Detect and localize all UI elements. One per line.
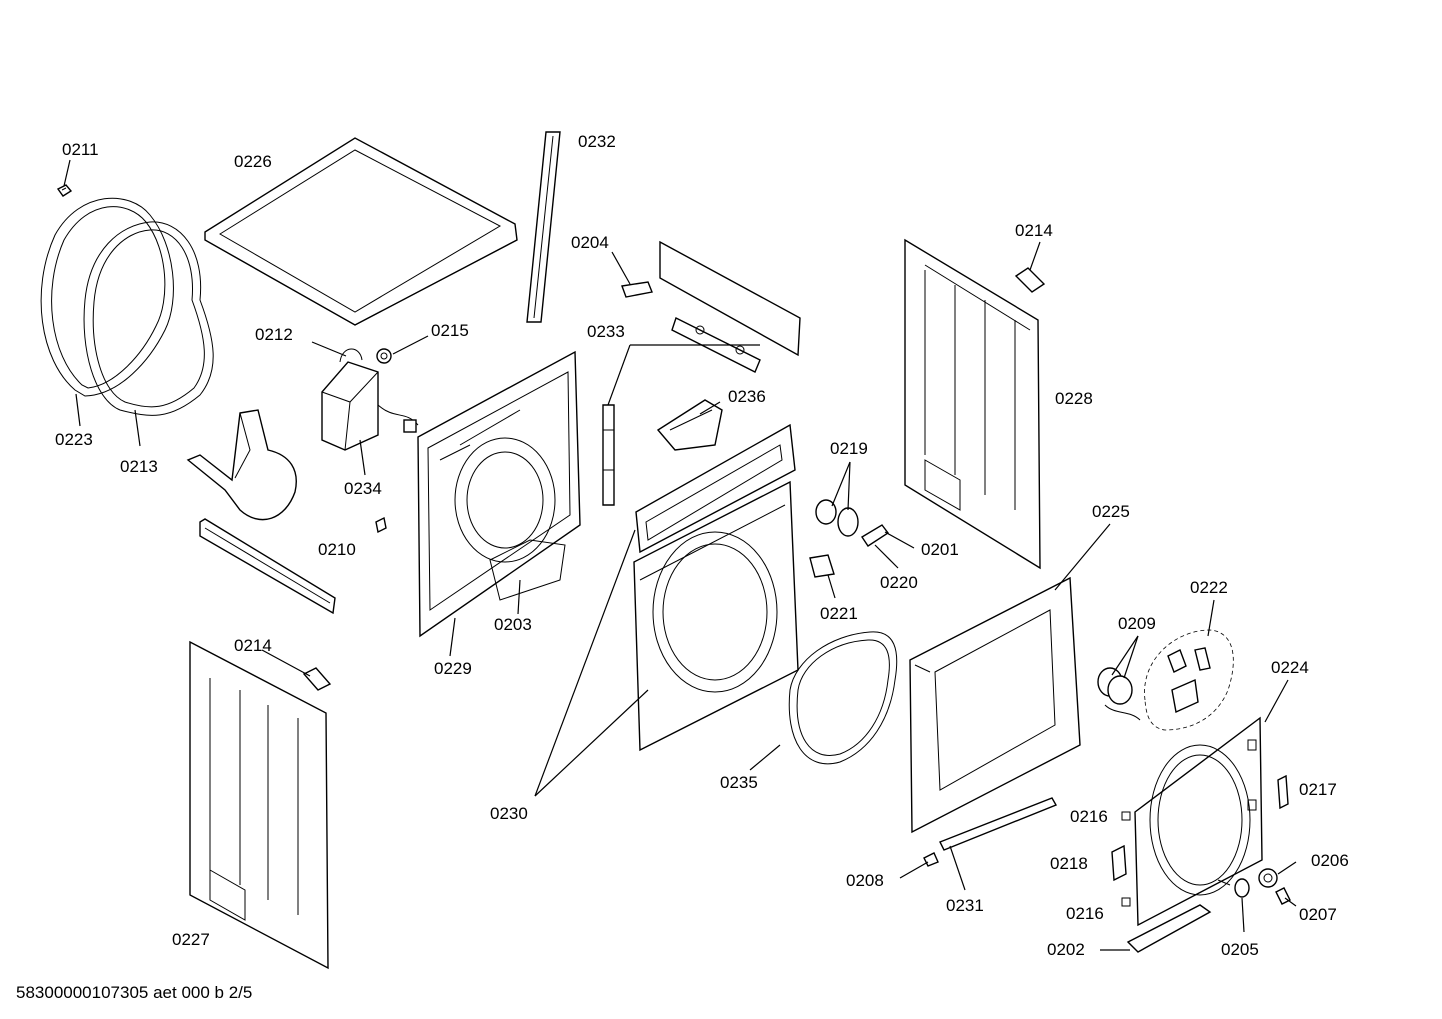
- part-0209-motor: [1097, 667, 1141, 721]
- label-0231: 0231: [946, 896, 984, 915]
- label-0216-bottom: 0216: [1066, 904, 1104, 923]
- label-0209: 0209: [1118, 614, 1156, 633]
- part-0204-clip: [621, 281, 653, 298]
- part-0218-hinge: [1111, 844, 1127, 882]
- part-0231-strip: [939, 797, 1058, 851]
- part-0234-module: [321, 348, 419, 451]
- label-0225: 0225: [1092, 502, 1130, 521]
- part-0202-handle: [1126, 904, 1212, 953]
- label-0221: 0221: [820, 604, 858, 623]
- label-0223: 0223: [55, 430, 93, 449]
- label-0208: 0208: [846, 871, 884, 890]
- label-0213: 0213: [120, 457, 158, 476]
- part-0219-cover: [815, 499, 859, 537]
- part-0222-latch-group: [1144, 629, 1234, 731]
- part-0217-latch: [1277, 774, 1289, 810]
- label-0204: 0204: [571, 233, 609, 252]
- label-0226: 0226: [234, 152, 272, 171]
- part-0207-screw: [1275, 887, 1291, 905]
- part-0229-rear-panel: [417, 350, 581, 638]
- part-0227-side-panel: [189, 640, 329, 970]
- part-0215-bushing: [376, 348, 392, 364]
- label-0201: 0201: [921, 540, 959, 559]
- label-0229: 0229: [434, 659, 472, 678]
- part-0232-strip: [526, 131, 561, 323]
- label-0233: 0233: [587, 322, 625, 341]
- label-0224: 0224: [1271, 658, 1309, 677]
- label-0218: 0218: [1050, 854, 1088, 873]
- part-0230-front-frame: [633, 423, 799, 752]
- label-0205: 0205: [1221, 940, 1259, 959]
- label-0217: 0217: [1299, 780, 1337, 799]
- label-0222: 0222: [1190, 578, 1228, 597]
- label-0227: 0227: [172, 930, 210, 949]
- part-labels: 0211 0226 0232 0204 0214 0212 0215 0233 …: [55, 132, 1349, 959]
- part-rail: [199, 518, 336, 615]
- part-0225-front-panel: [909, 576, 1081, 834]
- part-air-duct: [186, 409, 297, 521]
- part-0226-top-cover: [204, 137, 518, 326]
- label-0202: 0202: [1047, 940, 1085, 959]
- part-0236-holder: [656, 399, 723, 451]
- part-0235-door-seal: [788, 631, 898, 765]
- part-0220-connector: [861, 524, 890, 547]
- label-0215: 0215: [431, 321, 469, 340]
- part-0224-door-frame: [1134, 716, 1263, 927]
- leader-lines: [63, 159, 1297, 951]
- label-0214-top: 0214: [1015, 221, 1053, 240]
- label-0210: 0210: [318, 540, 356, 559]
- label-0207: 0207: [1299, 905, 1337, 924]
- part-0214-clip-top: [1014, 267, 1046, 293]
- label-0211: 0211: [62, 140, 99, 159]
- label-0236: 0236: [728, 387, 766, 406]
- part-0221-switch: [809, 554, 835, 578]
- label-0219: 0219: [830, 439, 868, 458]
- label-0214-left: 0214: [234, 636, 272, 655]
- label-0220: 0220: [880, 573, 918, 592]
- part-0211-screw: [56, 184, 73, 197]
- part-0213-seal: [83, 221, 214, 416]
- label-0206: 0206: [1311, 851, 1349, 870]
- label-0230: 0230: [490, 804, 528, 823]
- part-0208-clip: [923, 852, 939, 867]
- part-0205-knob: [1217, 878, 1250, 898]
- label-0235: 0235: [720, 773, 758, 792]
- part-0228-side-panel: [904, 238, 1041, 570]
- document-code: 58300000107305 aet 000 b 2/5: [16, 983, 252, 1002]
- label-0234: 0234: [344, 479, 382, 498]
- part-0223-seal: [40, 197, 174, 397]
- part-0214-clip-left: [302, 667, 332, 691]
- part-0216-pads: [1121, 811, 1131, 907]
- label-0216-top: 0216: [1070, 807, 1108, 826]
- label-0232: 0232: [578, 132, 616, 151]
- label-0203: 0203: [494, 615, 532, 634]
- part-0206-knob: [1258, 868, 1278, 888]
- label-0228: 0228: [1055, 389, 1093, 408]
- label-0212: 0212: [255, 325, 293, 344]
- part-0210-clip: [375, 516, 387, 534]
